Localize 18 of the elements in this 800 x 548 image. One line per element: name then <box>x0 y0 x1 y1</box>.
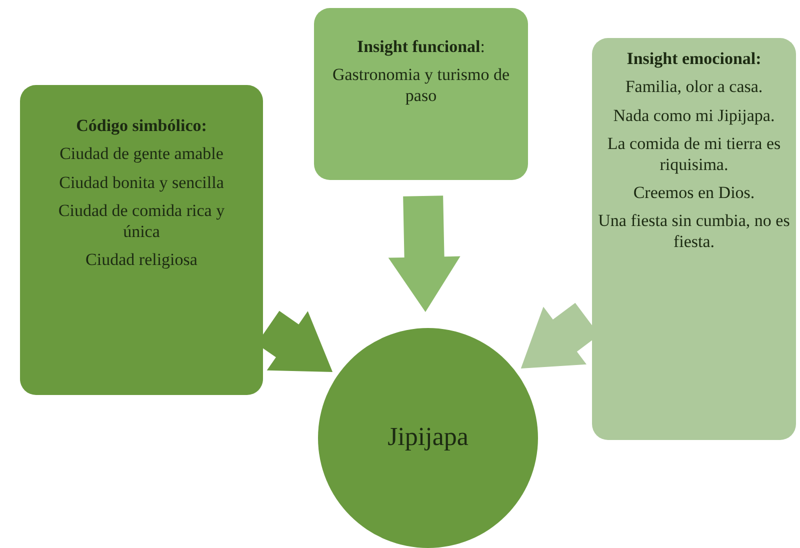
box-heading: Insight emocional: <box>626 49 762 70</box>
block-arrow <box>388 196 460 312</box>
box-text: Una fiesta sin cumbia, no es fiesta. <box>597 211 791 252</box>
box-text: Gastronomia y turismo de paso <box>332 65 510 106</box>
rounded-box <box>314 8 528 180</box>
rounded-box <box>20 85 263 395</box>
box-text: Creemos en Dios. <box>633 182 755 204</box>
rounded-box <box>592 38 796 440</box>
box-text: Ciudad religiosa <box>86 250 198 270</box>
box-text: Familia, olor a casa. <box>625 77 763 98</box>
box-text: Nada como mi Jipijapa. <box>613 106 775 126</box>
box-heading: Insight funcional: <box>356 37 486 58</box>
box-text: La comida de mi tierra es riquisima. <box>606 134 782 175</box>
box-text: Ciudad de gente amable <box>60 144 224 165</box>
node-label: Jipijapa <box>388 421 468 453</box>
box-text: Ciudad bonita y sencilla <box>59 172 224 194</box>
box-text: Ciudad de comida rica y única <box>57 201 226 242</box>
box-heading: Código simbólico: <box>76 116 207 136</box>
